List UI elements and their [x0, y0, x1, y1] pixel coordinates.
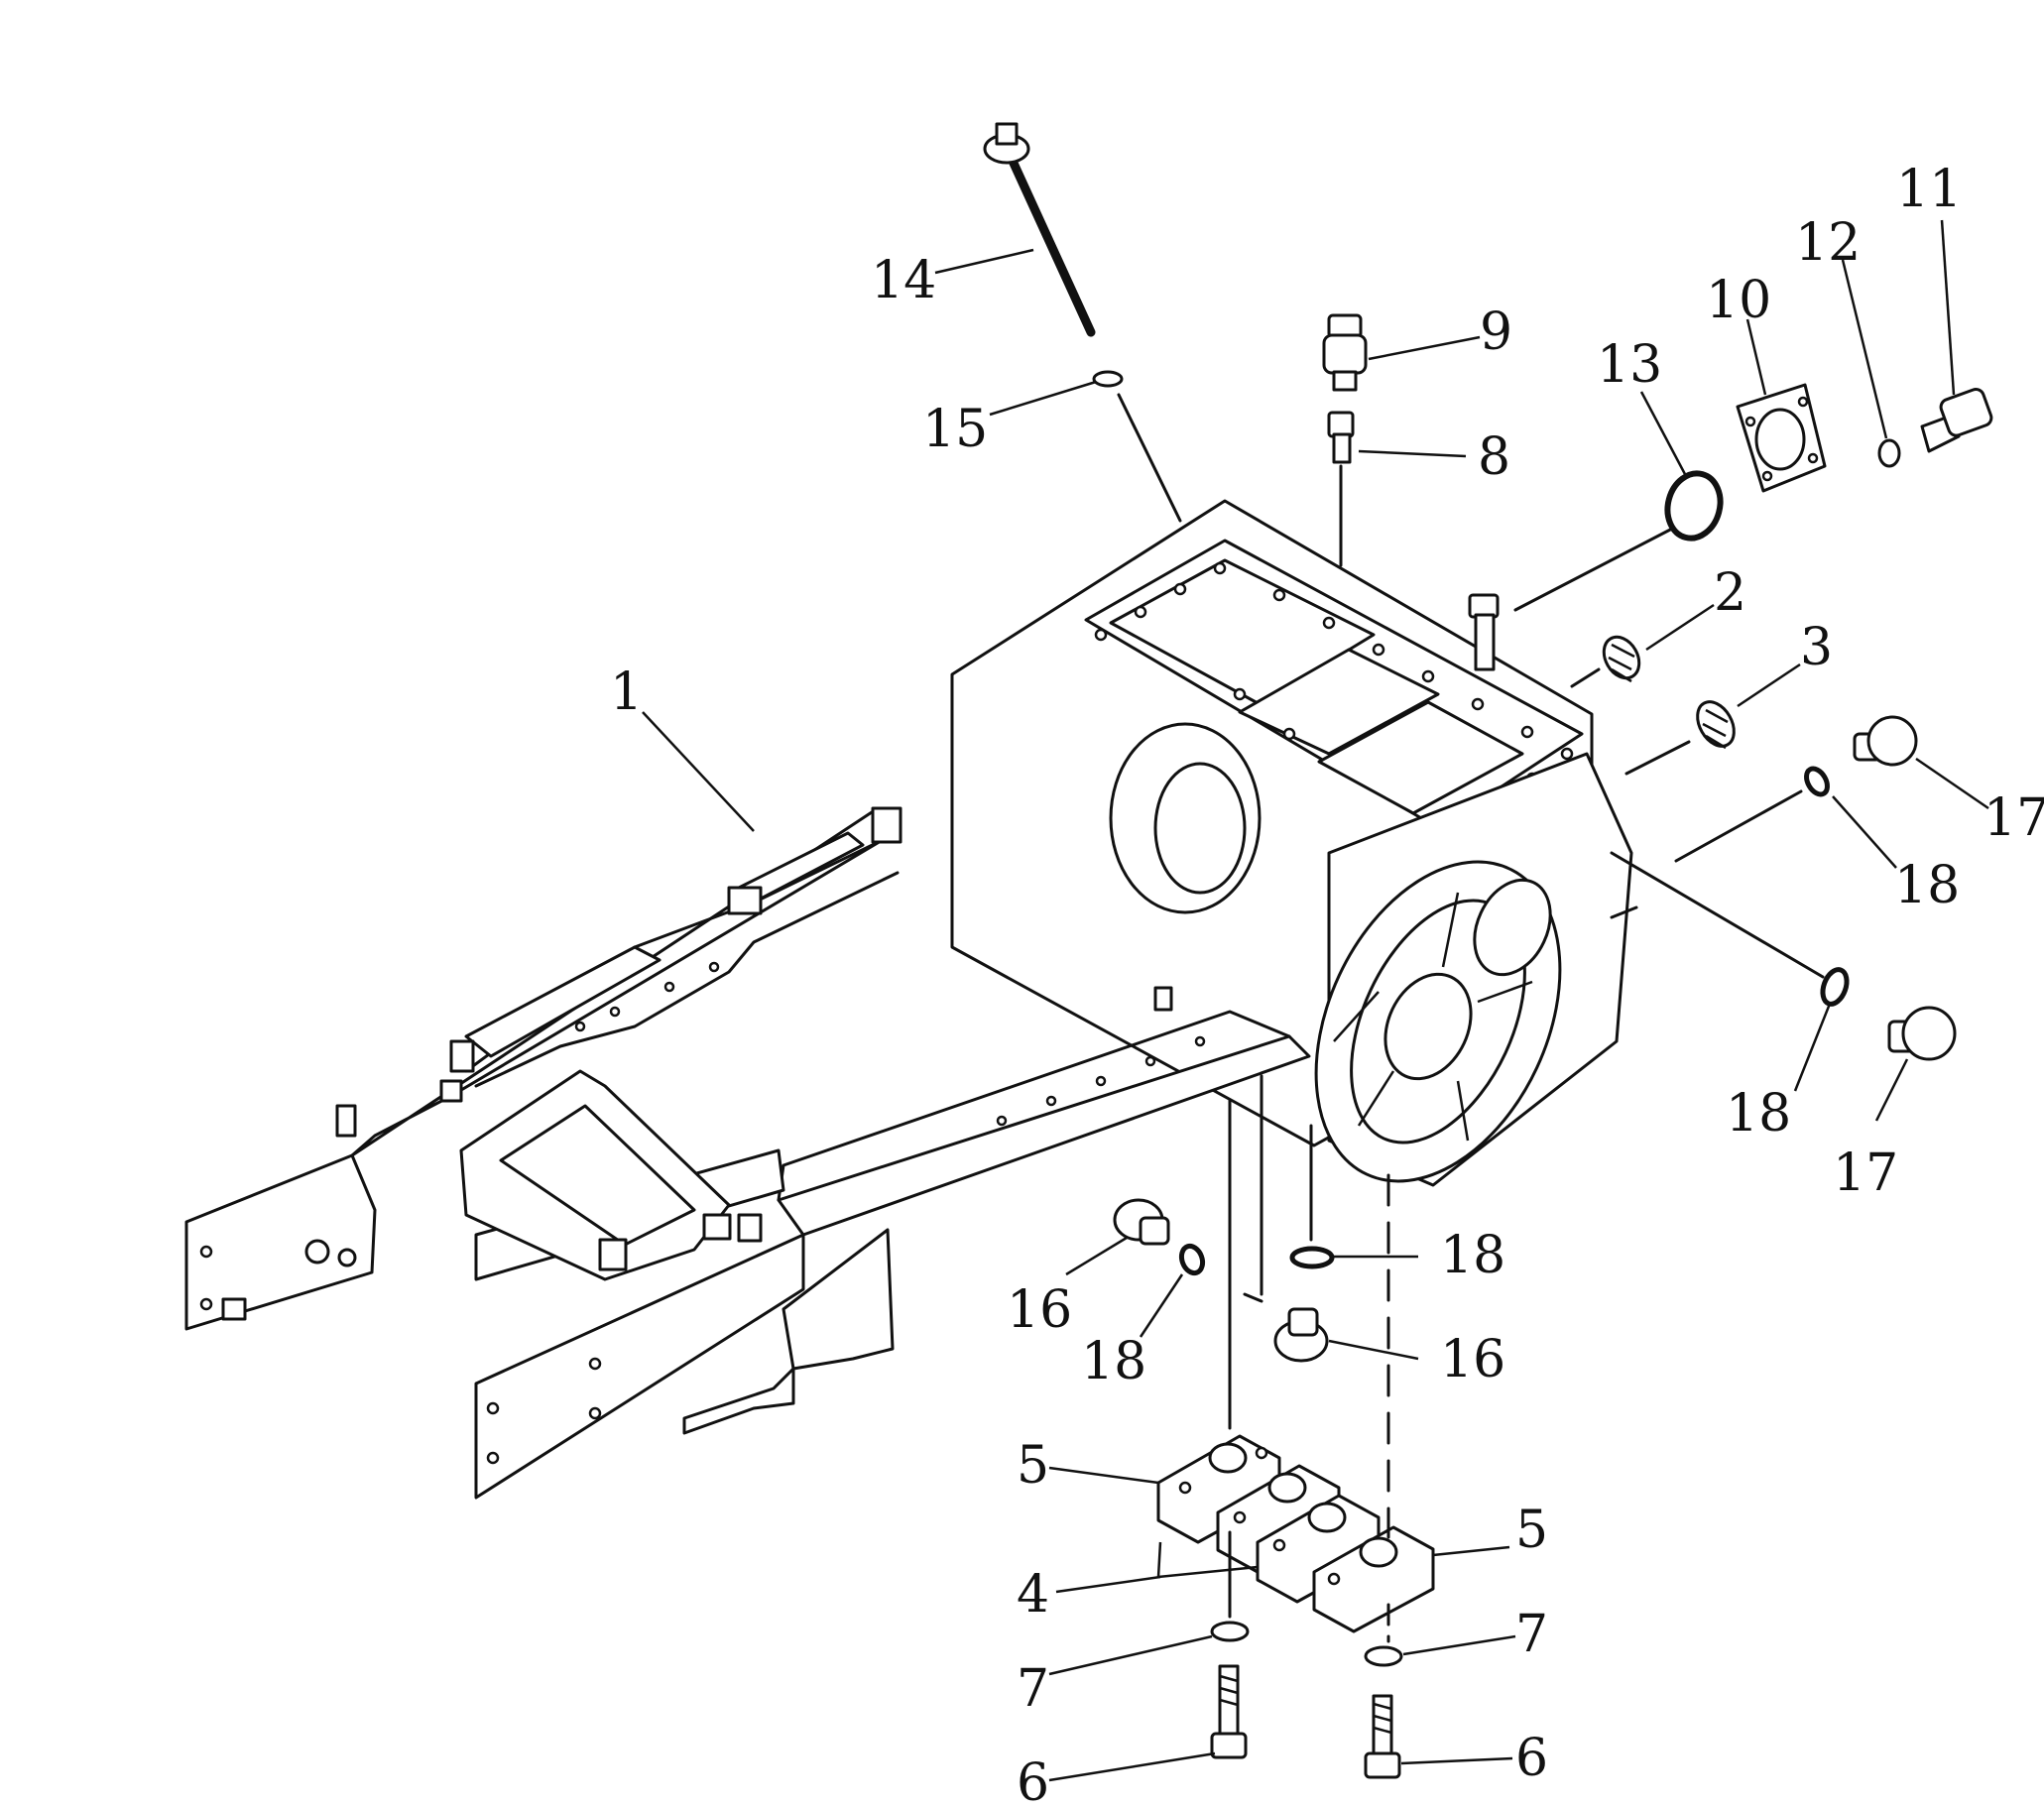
bearing-cap-4a: [1216, 1464, 1341, 1574]
washer-7a: [1210, 1621, 1250, 1642]
bolt-11: [1920, 388, 1993, 453]
o-ring-18d: [1178, 1243, 1206, 1276]
plug-16b: [1273, 1307, 1329, 1363]
callout-17a: 17: [1984, 788, 2044, 848]
callout-8: 8: [1478, 427, 1510, 487]
callout-2: 2: [1714, 563, 1746, 623]
o-ring-18b: [1820, 967, 1850, 1007]
callout-18c: 18: [1440, 1226, 1505, 1285]
o-ring-18c: [1289, 1246, 1335, 1269]
drain-plug-17a: [1853, 715, 1918, 767]
callout-15: 15: [922, 400, 988, 459]
adapter-fitting: [1327, 411, 1355, 464]
callout-7a: 7: [1017, 1659, 1049, 1719]
bolt-6b: [1364, 1694, 1401, 1779]
plug-3: [1696, 700, 1736, 750]
callout-13: 13: [1597, 335, 1662, 395]
callout-10: 10: [1706, 271, 1771, 330]
callout-numbers: 1 2 3 4 5 5 6 6 7 7 8 9 10 11 12 13 14 1…: [610, 160, 2044, 1808]
washer-12: [1877, 438, 1901, 468]
callout-5b: 5: [1515, 1501, 1548, 1560]
assembly-lines: [1117, 393, 1825, 1643]
plug-16a: [1113, 1198, 1170, 1246]
callout-1: 1: [610, 663, 643, 722]
drain-plug-17b: [1887, 1006, 1957, 1061]
bolt-6a: [1210, 1664, 1248, 1759]
callout-6a: 6: [1017, 1753, 1049, 1803]
o-ring-15: [1092, 370, 1124, 388]
callout-5a: 5: [1017, 1436, 1049, 1496]
dipstick-gauge: [983, 122, 1096, 337]
callout-6b: 6: [1515, 1729, 1548, 1788]
plug-2: [1602, 635, 1641, 683]
callout-4: 4: [1017, 1565, 1049, 1625]
callout-9: 9: [1480, 302, 1512, 362]
callout-16b: 16: [1440, 1330, 1505, 1389]
washer-7b: [1364, 1645, 1403, 1667]
cover-plate: [1736, 383, 1827, 493]
callout-7b: 7: [1515, 1605, 1548, 1664]
o-ring-13: [1664, 470, 1724, 542]
leader-lines: [642, 219, 1989, 1782]
callout-3: 3: [1800, 618, 1833, 677]
bearing-cap-5b: [1312, 1525, 1435, 1633]
deck-fitting: [1468, 593, 1500, 671]
o-ring-18a: [1804, 766, 1830, 797]
callout-16a: 16: [1007, 1280, 1072, 1340]
callout-14: 14: [871, 251, 936, 310]
callout-18d: 18: [1081, 1332, 1146, 1391]
sensor-switch: [1322, 313, 1368, 392]
main-frame-case: [184, 499, 1633, 1500]
callout-17b: 17: [1833, 1144, 1898, 1203]
callout-18b: 18: [1726, 1084, 1791, 1144]
callout-12: 12: [1795, 213, 1861, 273]
callout-18a: 18: [1894, 856, 1960, 915]
callout-11: 11: [1896, 160, 1962, 219]
